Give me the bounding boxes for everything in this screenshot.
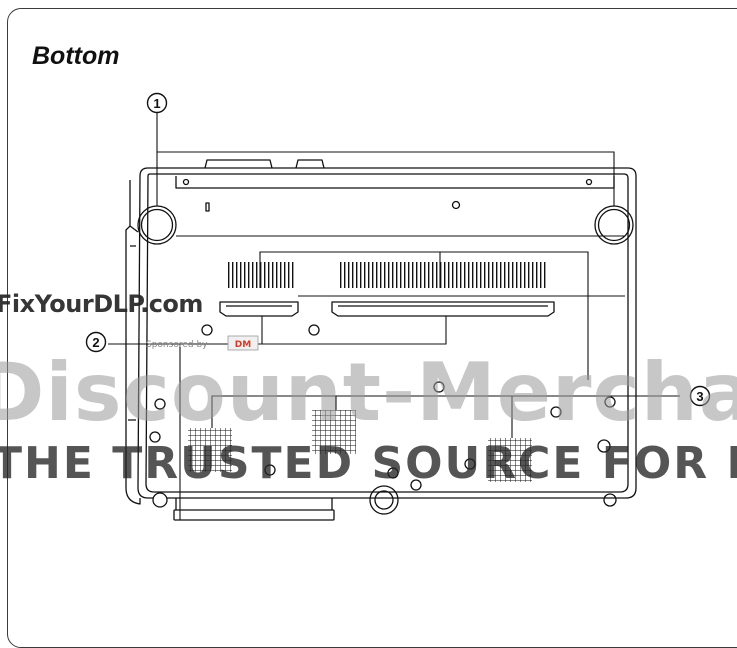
leader-lines-vents [176,235,625,380]
callout-1: 1 [146,92,168,114]
watermark-sponsored-text: Sponsored by [146,340,208,350]
callout-2-number: 2 [92,335,99,350]
leader-lines-callout-3 [211,395,680,438]
page-title: Bottom [32,42,120,70]
sponsor-logo-text: DM [235,340,251,350]
top-edge-tabs [204,159,325,169]
callout-2: 2 [85,331,107,353]
projector-bottom-diagram: 1 2 3 FixYourDLP.com Sponsored by DM Dis… [0,92,737,521]
watermark-discount-merchant-text: Discount-Merchant.com [0,346,737,439]
callout-1-number: 1 [153,96,160,111]
speaker-grille-center [312,410,356,454]
watermark-fixyourdlp: FixYourDLP.com [0,290,203,318]
lamp-cover-latch-left [219,301,299,317]
lamp-cover-latch-right [331,301,555,317]
callout-3: 3 [689,385,711,407]
vent-grille-top-main [340,262,548,288]
callout-3-number: 3 [696,389,703,404]
watermark-sponsored: Sponsored by DM [146,335,259,351]
speaker-grille-left [188,428,232,472]
speaker-grille-right [488,438,532,482]
foot-right [594,205,634,245]
leader-lines-callout-2 [108,316,447,520]
watermark-discount-merchant: Discount-Merchant.com [0,346,737,439]
watermark-tagline: THE TRUSTED SOURCE FOR PROJECTOR LAMPS [0,438,737,489]
leader-lines-callout-1 [156,113,615,206]
foot-left [137,205,177,245]
watermark-tagline-text: THE TRUSTED SOURCE FOR PROJECTOR LAMPS [0,438,737,489]
watermark-fixyourdlp-text: FixYourDLP.com [0,290,203,318]
bottom-edge-tab [173,498,335,521]
vent-grille-top-left [228,262,294,288]
screws [149,178,617,508]
center-adjuster [369,485,399,515]
